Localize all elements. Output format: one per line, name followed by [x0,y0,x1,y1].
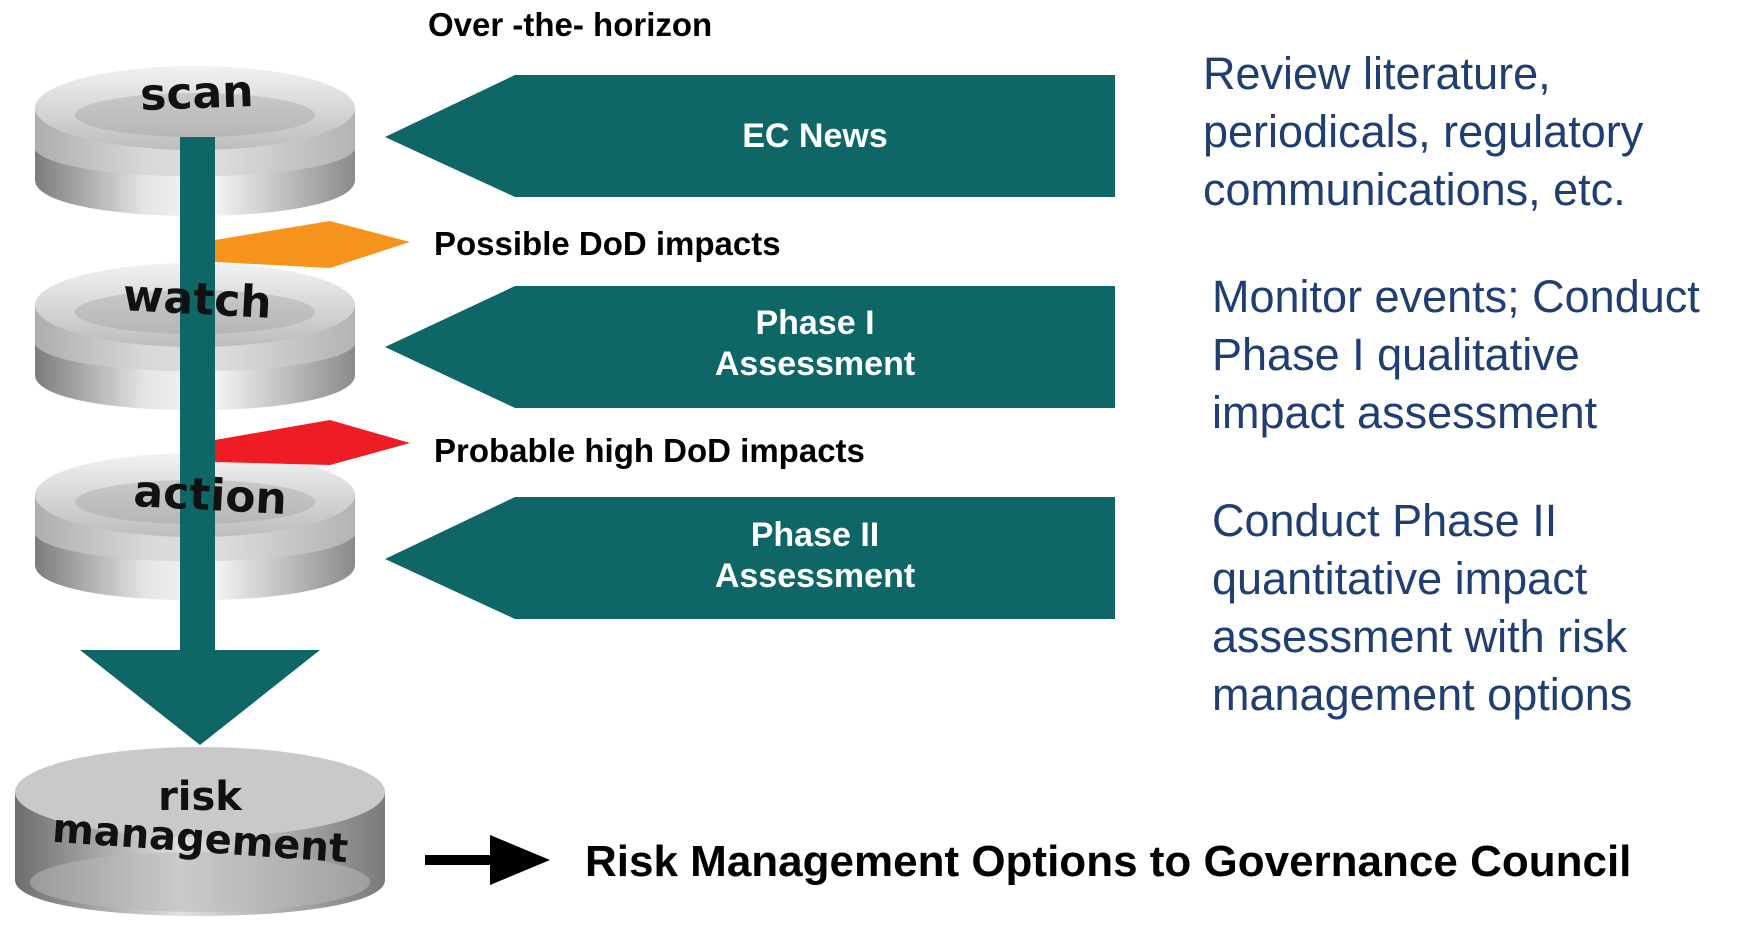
down-arrow-icon [80,650,320,745]
stage-box-phase-2 [385,497,1115,619]
ring-scan [35,66,355,216]
stage-box-label-phase-1-line1: Phase I [755,304,874,342]
stage-description-watch: Monitor events; Conduct Phase I qualitat… [1212,271,1700,438]
output-arrow-icon [425,835,550,885]
stage-box-phase-1 [385,286,1115,408]
stage-box-label-phase-2-line1: Phase II [751,516,880,554]
stage-box-label-phase-2-line2: Assessment [715,557,915,595]
risk-management-cylinder [15,747,385,916]
possible-impacts-wedge [215,221,410,268]
output-label: Risk Management Options to Governance Co… [585,837,1631,886]
central-shaft [180,137,215,652]
stage-box-label-phase-1-line2: Assessment [715,345,915,383]
stage-description-action: Conduct Phase II quantitative impact ass… [1212,495,1633,720]
probable-impacts-wedge [215,420,410,465]
stage-box-label-ec-news: EC News [742,117,888,155]
ring-label-risk: risk [158,774,243,820]
over-the-horizon-label: Over -the- horizon [428,6,712,43]
stage-description-scan: Review literature, periodicals, regulato… [1203,48,1644,215]
ring-label-action: action [132,466,288,525]
ring-label-scan: scan [139,66,254,121]
stage-box-ec-news [385,75,1115,197]
probable-impacts-label: Probable high DoD impacts [434,432,865,469]
ring-label-watch: watch [122,270,273,329]
possible-impacts-label: Possible DoD impacts [434,225,781,262]
